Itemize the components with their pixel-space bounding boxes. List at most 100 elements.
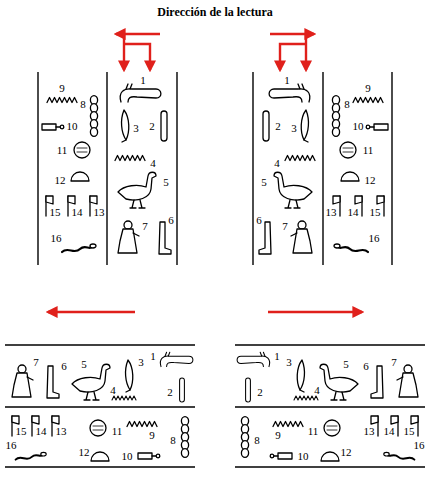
bird-glyph bbox=[118, 172, 156, 208]
water-glyph bbox=[353, 98, 383, 103]
callout-number: 9 bbox=[59, 83, 65, 94]
placenta-glyph bbox=[324, 420, 340, 436]
callout-number: 1 bbox=[274, 351, 280, 362]
callout-number: 10 bbox=[298, 451, 309, 462]
frame-line bbox=[37, 72, 38, 265]
cobra-glyph bbox=[62, 244, 96, 252]
callout-number: 12 bbox=[55, 175, 66, 186]
callout-number: 4 bbox=[150, 158, 156, 169]
callout-number: 15 bbox=[50, 207, 61, 218]
water-glyph bbox=[115, 156, 145, 161]
callout-number: 13 bbox=[56, 426, 67, 437]
leg-glyph bbox=[371, 366, 383, 398]
callout-number: 15 bbox=[370, 207, 381, 218]
callout-number: 11 bbox=[57, 145, 68, 156]
water-glyph bbox=[273, 422, 303, 427]
horned-viper-glyph bbox=[120, 84, 161, 102]
twisted-flax-glyph bbox=[181, 417, 188, 458]
callout-number: 13 bbox=[364, 426, 375, 437]
door-bolt-glyph bbox=[42, 124, 64, 130]
stroke-glyph bbox=[263, 111, 269, 141]
callout-number: 1 bbox=[284, 75, 290, 86]
callout-number: 14 bbox=[384, 426, 395, 437]
twisted-flax-glyph bbox=[241, 417, 248, 458]
twisted-flax-glyph bbox=[90, 96, 97, 137]
callout-number: 16 bbox=[414, 440, 425, 451]
reading-arrow bbox=[305, 34, 307, 70]
callout-number: 5 bbox=[343, 359, 349, 370]
callout-number: 6 bbox=[256, 215, 262, 226]
callout-number: 10 bbox=[353, 121, 364, 132]
horned-viper-glyph bbox=[237, 352, 270, 366]
callout-number: 9 bbox=[149, 430, 155, 441]
frame-line bbox=[5, 344, 195, 345]
bread-glyph bbox=[341, 172, 359, 181]
callout-number: 3 bbox=[133, 123, 139, 134]
bread-glyph bbox=[321, 452, 339, 461]
cobra-glyph bbox=[334, 244, 368, 252]
callout-number: 11 bbox=[308, 426, 319, 437]
callout-number: 4 bbox=[110, 385, 116, 396]
callout-number: 4 bbox=[274, 158, 280, 169]
callout-number: 15 bbox=[404, 426, 415, 437]
water-glyph bbox=[285, 156, 315, 161]
reed-leaf-glyph bbox=[301, 110, 308, 142]
cobra-glyph bbox=[384, 452, 415, 459]
water-glyph bbox=[127, 422, 157, 427]
callout-number: 8 bbox=[80, 99, 86, 110]
frame-line bbox=[252, 72, 253, 265]
callout-number: 8 bbox=[254, 435, 260, 446]
callout-number: 13 bbox=[94, 207, 105, 218]
reading-arrow bbox=[48, 311, 135, 313]
diagram-title: Dirección de la lectura bbox=[157, 5, 272, 20]
reed-leaf-glyph bbox=[122, 110, 129, 142]
callout-number: 9 bbox=[275, 430, 281, 441]
callout-number: 14 bbox=[36, 426, 47, 437]
reed-leaf-glyph bbox=[297, 360, 304, 392]
callout-number: 5 bbox=[81, 359, 87, 370]
stroke-glyph bbox=[246, 378, 251, 402]
twisted-flax-glyph bbox=[332, 96, 339, 137]
frame-line bbox=[235, 466, 425, 467]
water-glyph bbox=[294, 396, 318, 400]
callout-number: 6 bbox=[363, 361, 369, 372]
callout-number: 8 bbox=[344, 99, 350, 110]
frame-line bbox=[235, 344, 425, 345]
placenta-glyph bbox=[340, 142, 356, 158]
frame-line bbox=[391, 72, 392, 265]
placenta-glyph bbox=[74, 142, 90, 158]
water-glyph bbox=[112, 396, 136, 400]
callout-number: 15 bbox=[16, 426, 27, 437]
callout-number: 11 bbox=[112, 426, 123, 437]
callout-number: 7 bbox=[33, 357, 39, 368]
callout-number: 1 bbox=[140, 75, 146, 86]
door-bolt-glyph bbox=[366, 124, 388, 130]
callout-number: 12 bbox=[79, 447, 90, 458]
callout-number: 12 bbox=[365, 175, 376, 186]
callout-number: 8 bbox=[170, 435, 176, 446]
callout-number: 16 bbox=[369, 233, 380, 244]
callout-number: 3 bbox=[138, 357, 144, 368]
water-glyph bbox=[47, 98, 77, 103]
stroke-glyph bbox=[180, 378, 185, 402]
frame-line bbox=[322, 72, 323, 265]
callout-number: 3 bbox=[286, 357, 292, 368]
horned-viper-glyph bbox=[269, 84, 310, 102]
callout-number: 10 bbox=[122, 451, 133, 462]
seated-man-glyph bbox=[397, 365, 418, 397]
callout-number: 7 bbox=[282, 221, 288, 232]
callout-number: 14 bbox=[348, 207, 359, 218]
reading-arrow bbox=[123, 34, 125, 70]
reading-arrow bbox=[280, 44, 306, 70]
bird-glyph bbox=[274, 172, 312, 208]
horned-viper-glyph bbox=[160, 352, 193, 366]
seated-man-glyph bbox=[118, 221, 139, 253]
callout-number: 16 bbox=[51, 233, 62, 244]
callout-number: 3 bbox=[291, 123, 297, 134]
callout-number: 6 bbox=[61, 361, 67, 372]
reading-arrow bbox=[270, 33, 314, 35]
frame-line bbox=[235, 406, 425, 407]
cobra-glyph bbox=[16, 452, 47, 459]
callout-number: 5 bbox=[261, 177, 267, 188]
